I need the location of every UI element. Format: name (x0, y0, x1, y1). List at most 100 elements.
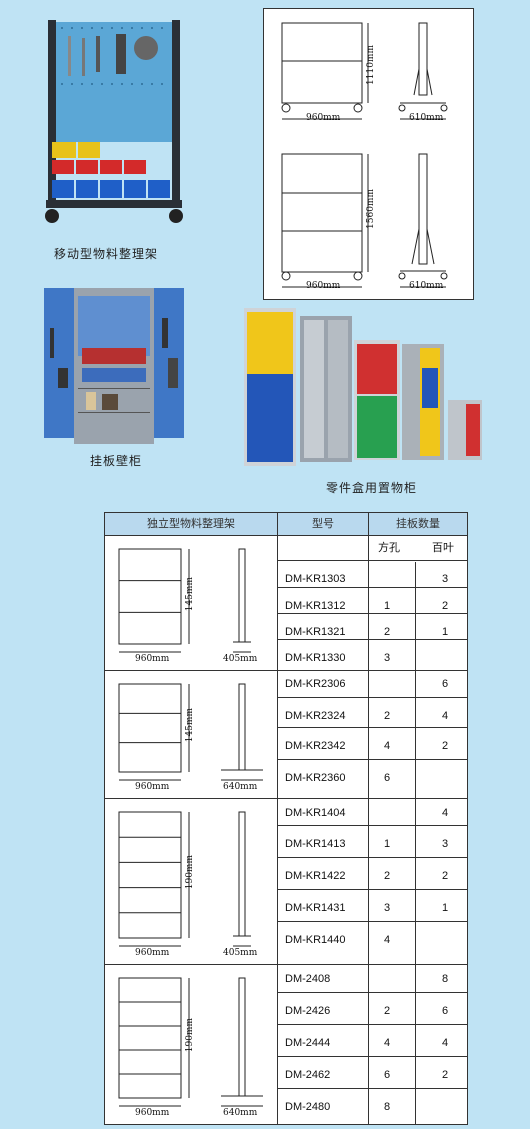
square-hole-count: 6 (383, 772, 391, 784)
caption-parts-cabinet: 零件盒用置物柜 (326, 481, 418, 495)
rack-height-label: 190mm (185, 855, 195, 890)
louver-count: 6 (441, 678, 449, 690)
row-divider (278, 857, 467, 858)
louver-count: 2 (441, 600, 449, 612)
model-cell: DM-2444 (285, 1037, 331, 1049)
row-divider (278, 825, 467, 826)
row-divider (278, 727, 467, 728)
subheader-louver: 百叶 (432, 542, 454, 554)
row-divider (278, 1024, 467, 1025)
model-cell: DM-KR1431 (285, 902, 346, 914)
model-cell: DM-KR2306 (285, 678, 346, 690)
model-cell: DM-KR1440 (285, 934, 346, 946)
subheader-square-hole: 方孔 (378, 542, 400, 554)
group-divider (105, 670, 467, 671)
bottom-depth-label: 610mm (409, 281, 444, 291)
square-hole-count: 2 (383, 626, 391, 638)
rack-depth-label: 640mm (223, 1108, 258, 1118)
row-divider (278, 613, 467, 614)
louver-count: 4 (441, 1037, 449, 1049)
top-height-label: 1110mm (366, 45, 376, 85)
louver-count: 4 (441, 807, 449, 819)
mobile-rack-photo (38, 14, 190, 226)
rack-dimension-drawing (118, 977, 263, 1107)
square-hole-count: 2 (383, 870, 391, 882)
square-hole-count: 4 (383, 1037, 391, 1049)
model-cell: DM-KR1303 (285, 573, 346, 585)
row-divider (278, 587, 467, 588)
row-divider (278, 639, 467, 640)
rack-height-label: 145mm (185, 708, 195, 743)
rack-depth-label: 405mm (223, 948, 258, 958)
rack-depth-label: 640mm (223, 782, 258, 792)
louver-count: 6 (441, 1005, 449, 1017)
wall-cabinet-photo (44, 288, 184, 444)
top-depth-label: 610mm (409, 113, 444, 123)
square-hole-count: 3 (383, 902, 391, 914)
rack-width-label: 960mm (135, 654, 170, 664)
caption-wall-cabinet: 挂板壁柜 (90, 454, 143, 468)
louver-count: 2 (441, 1069, 449, 1081)
col-divider (415, 562, 416, 1124)
model-cell: DM-KR2360 (285, 772, 346, 784)
rack-width-label: 960mm (135, 1108, 170, 1118)
model-cell: DM-KR1422 (285, 870, 346, 882)
louver-count: 3 (441, 573, 449, 585)
louver-count: 1 (441, 902, 449, 914)
row-divider (278, 697, 467, 698)
louver-count: 4 (441, 710, 449, 722)
square-hole-count: 6 (383, 1069, 391, 1081)
bottom-height-label: 1560mm (366, 189, 376, 229)
square-hole-count: 4 (383, 740, 391, 752)
caption-mobile-rack: 移动型物料整理架 (54, 247, 159, 261)
model-cell: DM-2408 (285, 973, 331, 985)
header-panels: 挂板数量 (369, 513, 467, 536)
group-divider (105, 798, 467, 799)
model-cell: DM-KR1312 (285, 600, 346, 612)
row-divider (278, 992, 467, 993)
model-cell: DM-2462 (285, 1069, 331, 1081)
row-divider (278, 1088, 467, 1089)
louver-count: 2 (441, 740, 449, 752)
model-cell: DM-KR1413 (285, 838, 346, 850)
col-divider (368, 535, 369, 1124)
square-hole-count: 2 (383, 710, 391, 722)
model-cell: DM-KR1321 (285, 626, 346, 638)
square-hole-count: 3 (383, 652, 391, 664)
square-hole-count: 2 (383, 1005, 391, 1017)
model-cell: DM-2426 (285, 1005, 331, 1017)
col-divider (368, 513, 369, 535)
header-category: 独立型物料整理架 (105, 513, 277, 536)
parts-cabinet-photo (244, 308, 484, 468)
square-hole-count: 1 (383, 838, 391, 850)
model-cell: DM-KR2324 (285, 710, 346, 722)
rack-dimension-drawing (118, 548, 251, 653)
row-divider (278, 1056, 467, 1057)
model-cell: DM-KR1404 (285, 807, 346, 819)
square-hole-count: 4 (383, 934, 391, 946)
rack-dimension-drawing (118, 811, 251, 947)
bottom-width-label: 960mm (306, 281, 341, 291)
rack-depth-label: 405mm (223, 654, 258, 664)
col-divider (277, 513, 278, 1124)
group-divider (105, 964, 467, 965)
row-divider (278, 921, 467, 922)
rack-height-label: 190mm (185, 1018, 195, 1053)
louver-count: 2 (441, 870, 449, 882)
rack-height-label: 145mm (185, 577, 195, 612)
louver-count: 8 (441, 973, 449, 985)
model-cell: DM-2480 (285, 1101, 331, 1113)
row-divider (278, 560, 467, 561)
square-hole-count: 8 (383, 1101, 391, 1113)
model-cell: DM-KR2342 (285, 740, 346, 752)
header-model: 型号 (278, 513, 368, 536)
dimension-drawings: 960mm 1110mm 610mm 960mm 1560mm 610mm (263, 8, 474, 300)
rack-width-label: 960mm (135, 782, 170, 792)
row-divider (278, 889, 467, 890)
model-cell: DM-KR1330 (285, 652, 346, 664)
row-divider (278, 759, 467, 760)
rack-dimension-drawing (118, 683, 263, 781)
rack-width-label: 960mm (135, 948, 170, 958)
louver-count: 1 (441, 626, 449, 638)
